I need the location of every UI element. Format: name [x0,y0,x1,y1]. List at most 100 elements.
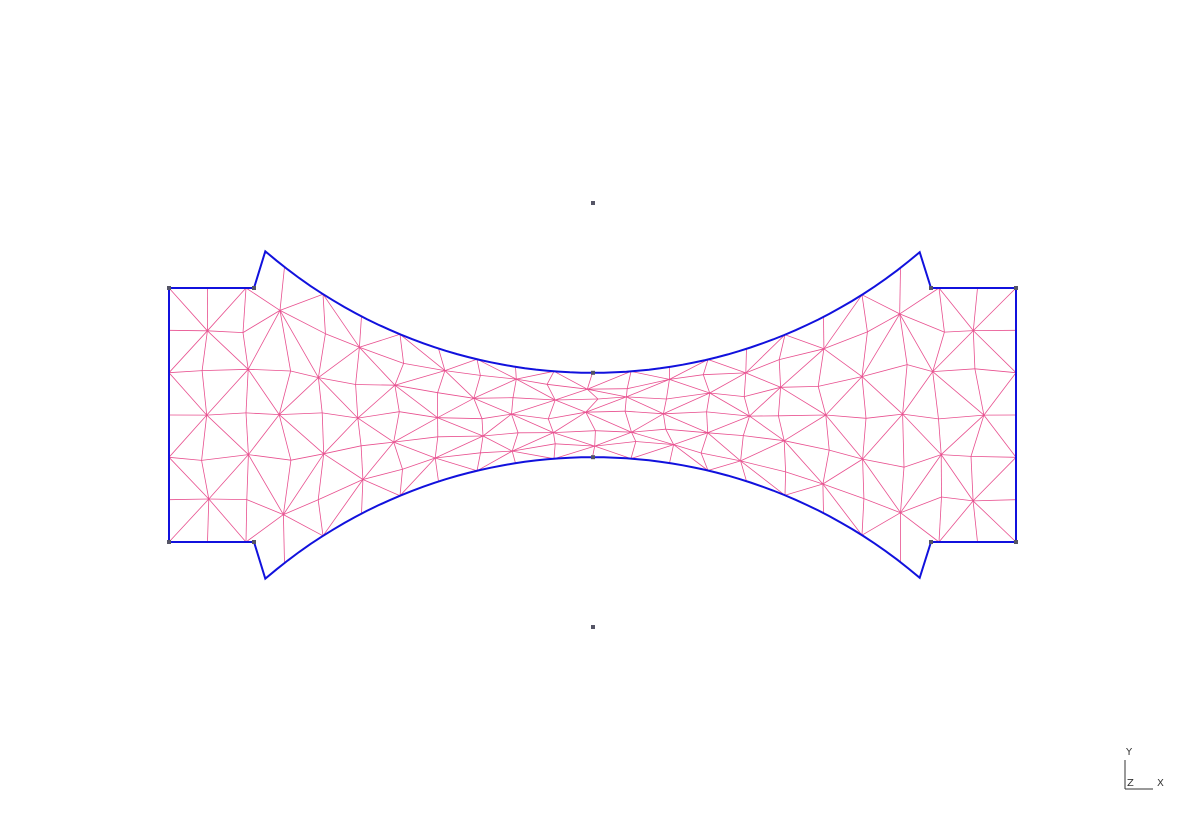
geometry-vertex[interactable] [929,540,933,544]
mesh-edge [400,458,435,496]
mesh-edge [394,412,400,442]
mesh-edge [324,418,358,454]
mesh-edge [246,369,248,413]
mesh-edge [818,349,824,387]
mesh-edge [248,369,279,414]
mesh-edge [823,459,863,484]
mesh-edge [512,451,554,459]
mesh-edge [863,459,864,499]
mesh-edge [708,461,741,471]
mesh-edge [824,295,862,349]
geometry-vertex[interactable] [252,286,256,290]
mesh-edge [586,412,632,432]
mesh-edge [395,371,445,386]
mesh-edge [554,371,587,389]
geometry-vertex[interactable] [1014,286,1018,290]
mesh-edge [209,499,246,542]
mesh-edge [474,398,513,399]
mesh-edge [863,414,903,459]
mesh-edge [323,480,363,536]
mesh-edge [781,387,826,415]
mesh-edge [439,349,445,371]
mesh-edge [395,385,438,418]
mesh-edge [942,497,974,501]
mesh-edge [625,411,631,432]
mesh-edge [202,371,207,416]
mesh-edge [445,359,477,370]
mesh-edge [663,412,706,414]
geometry-vertex[interactable] [167,540,171,544]
mesh-edge [247,455,249,500]
geometry-vertex[interactable] [929,286,933,290]
mesh-edge [435,458,438,482]
mesh-edge [246,413,248,455]
mesh-edge [547,371,554,384]
mesh-edge [973,288,1016,331]
mesh-edge [291,454,324,460]
mesh-edge [207,415,249,455]
upper-arc-center-point[interactable] [591,201,595,205]
mesh-edge [438,398,474,417]
mesh-edge [553,431,595,433]
mesh-edge [663,414,665,429]
mesh-edge [169,330,207,331]
mesh-edge [973,501,1016,542]
mesh-edge [209,455,249,499]
mesh-edge [627,379,669,388]
mesh-edge [587,373,592,389]
mesh-edge [483,433,518,436]
mesh-edge [862,499,864,536]
mesh-edge [481,451,513,453]
mesh-edge [903,414,942,455]
geometry-vertex[interactable] [167,286,171,290]
mesh-edge [482,419,483,436]
mesh-edge [435,436,483,458]
mesh-edge [746,373,781,387]
mesh-edge [670,445,674,464]
mesh-edge [555,389,587,400]
mesh-edge [903,372,933,415]
mesh-edge [202,369,248,370]
mesh-edge [359,334,400,347]
mesh-edge [708,360,746,373]
mesh-edge [823,484,864,499]
mesh-edge [823,450,829,484]
mesh-edge [708,433,741,461]
mesh-edge [512,398,514,414]
mesh-edge [785,484,823,495]
mesh-edge [248,455,283,515]
mesh-edge [939,288,944,332]
geometry-vertex[interactable] [1014,540,1018,544]
mesh-edge [318,378,322,413]
mesh-edge [394,442,403,469]
mesh-edge [243,333,248,370]
mesh-edge [939,501,973,542]
mesh-edge [674,445,702,453]
mesh-edge [356,385,358,419]
mesh-edge [280,267,285,310]
mesh-edge [169,457,202,460]
geometry-vertex[interactable] [591,371,595,375]
mesh-edge [243,288,246,333]
mesh-edge [862,377,903,415]
mesh-edge [625,397,626,411]
mesh-edge [784,415,826,441]
mesh-edge [202,331,207,371]
mesh-edge [663,399,666,414]
mesh-edge [781,386,819,387]
mesh-edge [862,332,867,377]
mesh-edge [631,445,674,459]
lower-arc-center-point[interactable] [591,625,595,629]
mesh-edge [322,413,324,454]
mesh-edge [279,413,322,415]
mesh-edge [901,467,905,513]
mesh-edge [666,379,669,399]
mesh-edge [362,480,363,514]
mesh-edge [394,442,436,458]
geometry-vertex[interactable] [591,455,595,459]
mesh-edge [866,414,903,418]
mesh-edge [482,414,512,419]
geometry-vertex[interactable] [252,540,256,544]
